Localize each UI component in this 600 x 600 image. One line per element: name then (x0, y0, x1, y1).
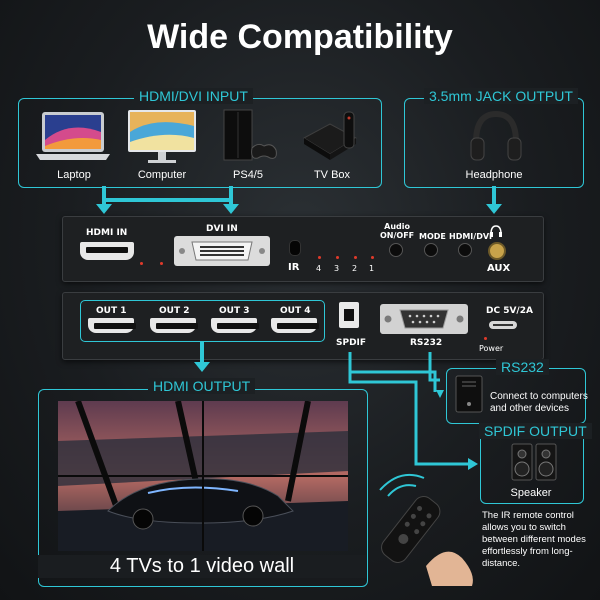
input-number-2: 2 (352, 264, 358, 273)
aux-jack (488, 242, 506, 260)
laptop-icon (36, 112, 110, 160)
headphone-icon (470, 110, 522, 161)
video-wall-image (58, 401, 348, 551)
out-3-label: OUT 3 (219, 306, 250, 316)
rs232-description: Connect to computers and other devices (490, 391, 588, 414)
rs232-label: RS232 (410, 338, 443, 348)
device-label-laptop: Laptop (57, 169, 91, 181)
ir-sensor (289, 240, 301, 256)
out-2-port (150, 318, 198, 333)
out-1-port (88, 318, 136, 333)
speaker-icon (511, 443, 557, 481)
hdmi-dvi-button-label: HDMI/DVI (449, 232, 493, 241)
device-label-computer: Computer (137, 169, 187, 181)
audio-button-label: Audio ON/OFF (380, 222, 415, 240)
console-icon (223, 109, 277, 161)
hdmi-in-port (80, 242, 134, 260)
out-3-port (211, 318, 259, 333)
device-label-headphone: Headphone (465, 169, 523, 181)
input-number-4: 4 (316, 264, 322, 273)
power-led (484, 337, 487, 340)
mode-button-label: MODE (419, 232, 446, 241)
mode-button[interactable] (424, 243, 438, 257)
dc-label: DC 5V/2A (486, 306, 533, 316)
arrow-hdmi-output (200, 341, 204, 363)
out-1-label: OUT 1 (96, 306, 127, 316)
spdif-label: SPDIF (336, 338, 367, 348)
audio-button[interactable] (389, 243, 403, 257)
computer-icon (128, 110, 196, 163)
arrow-head-icon (486, 204, 502, 214)
rs232-section-label: RS232 (496, 359, 549, 375)
spdif-port (339, 302, 359, 328)
arrow-laptop (102, 186, 106, 206)
rs232-port-icon (380, 304, 468, 334)
dvi-port-icon (174, 236, 270, 266)
arrow-headphone (492, 186, 496, 206)
out-4-label: OUT 4 (280, 306, 311, 316)
jack-section-label: 3.5mm JACK OUTPUT (424, 88, 578, 104)
arrow-ps (229, 186, 233, 206)
out-4-port (271, 318, 319, 333)
led (318, 256, 321, 259)
led (354, 256, 357, 259)
led (140, 262, 143, 265)
video-wall-caption: 4 TVs to 1 video wall (38, 555, 366, 578)
page-title: Wide Compatibility (147, 18, 453, 56)
connection-lines (348, 352, 478, 470)
input-number-1: 1 (369, 264, 375, 273)
aux-label: AUX (487, 263, 511, 274)
usb-c-port (489, 321, 517, 329)
led (371, 256, 374, 259)
remote-control-icon (379, 474, 473, 586)
ir-label: IR (288, 262, 300, 273)
device-label-tv-box: TV Box (313, 169, 351, 181)
arrow-head-icon (194, 362, 210, 372)
input-number-3: 3 (334, 264, 340, 273)
hdmi-output-label: HDMI OUTPUT (148, 378, 256, 394)
spdif-section-label: SPDIF OUTPUT (479, 423, 592, 439)
arrow-connector (102, 198, 233, 202)
ir-remote-note: The IR remote control allows you to swit… (482, 510, 586, 569)
led (160, 262, 163, 265)
dvi-in-label: DVI IN (206, 224, 238, 234)
headphone-small-icon (490, 225, 502, 237)
device-label-ps: PS4/5 (233, 169, 263, 181)
computer-tower-icon (455, 375, 483, 413)
led (336, 256, 339, 259)
arrow-head-icon (96, 204, 112, 214)
hdmi-in-label: HDMI IN (86, 228, 128, 238)
device-label-speaker: Speaker (510, 487, 552, 499)
arrow-head-icon (223, 204, 239, 214)
power-label: Power (479, 344, 504, 353)
tv-box-icon (302, 111, 358, 160)
out-2-label: OUT 2 (159, 306, 190, 316)
input-section-label: HDMI/DVI INPUT (134, 88, 253, 104)
hdmi-dvi-button[interactable] (458, 243, 472, 257)
